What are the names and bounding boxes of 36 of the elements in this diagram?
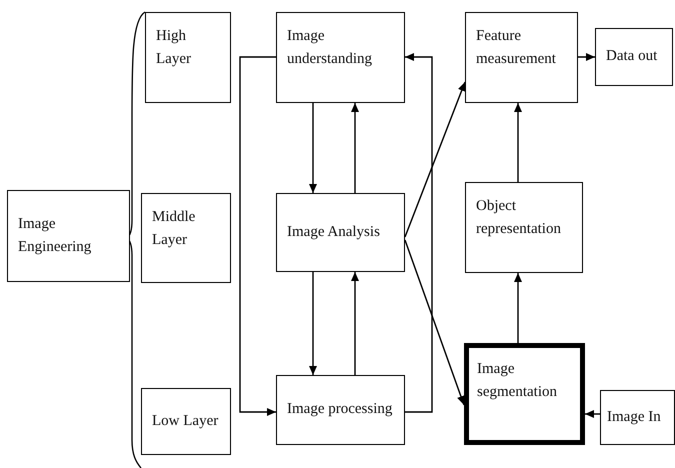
arrow xyxy=(585,410,600,418)
box-label: Object representation xyxy=(476,197,562,240)
box-label: Image Analysis xyxy=(287,222,381,242)
box-label: Image In xyxy=(607,408,662,427)
process-box xyxy=(595,28,673,86)
box-label: Middle Layer xyxy=(152,208,196,250)
process-box xyxy=(465,182,583,273)
process-box xyxy=(600,390,675,445)
box-label: Image segmentation xyxy=(477,360,558,402)
arrow xyxy=(351,103,359,193)
box-label: Image understanding xyxy=(287,27,373,70)
arrow xyxy=(239,56,276,416)
process-box xyxy=(7,190,130,282)
arrow xyxy=(514,273,522,343)
process-box xyxy=(145,12,231,103)
process-box xyxy=(276,12,405,103)
arrow xyxy=(514,103,522,182)
box-label: Low Layer xyxy=(152,412,220,431)
box-label: Feature measurement xyxy=(476,27,557,70)
arrow xyxy=(404,82,466,238)
arrow xyxy=(405,53,433,413)
arrow xyxy=(404,240,465,406)
arrow xyxy=(309,103,317,193)
process-box xyxy=(141,388,231,455)
arrow xyxy=(309,272,317,375)
process-box xyxy=(465,12,578,103)
box-label: Data out xyxy=(606,47,658,66)
process-box xyxy=(276,375,405,445)
process-box xyxy=(464,343,585,445)
box-label: Image Engineering xyxy=(18,214,92,257)
arrow xyxy=(351,272,359,375)
process-box xyxy=(276,193,405,272)
arrow xyxy=(578,53,595,61)
process-box xyxy=(141,193,231,283)
box-label: Image processing xyxy=(287,400,394,420)
box-label: High Layer xyxy=(156,27,192,70)
